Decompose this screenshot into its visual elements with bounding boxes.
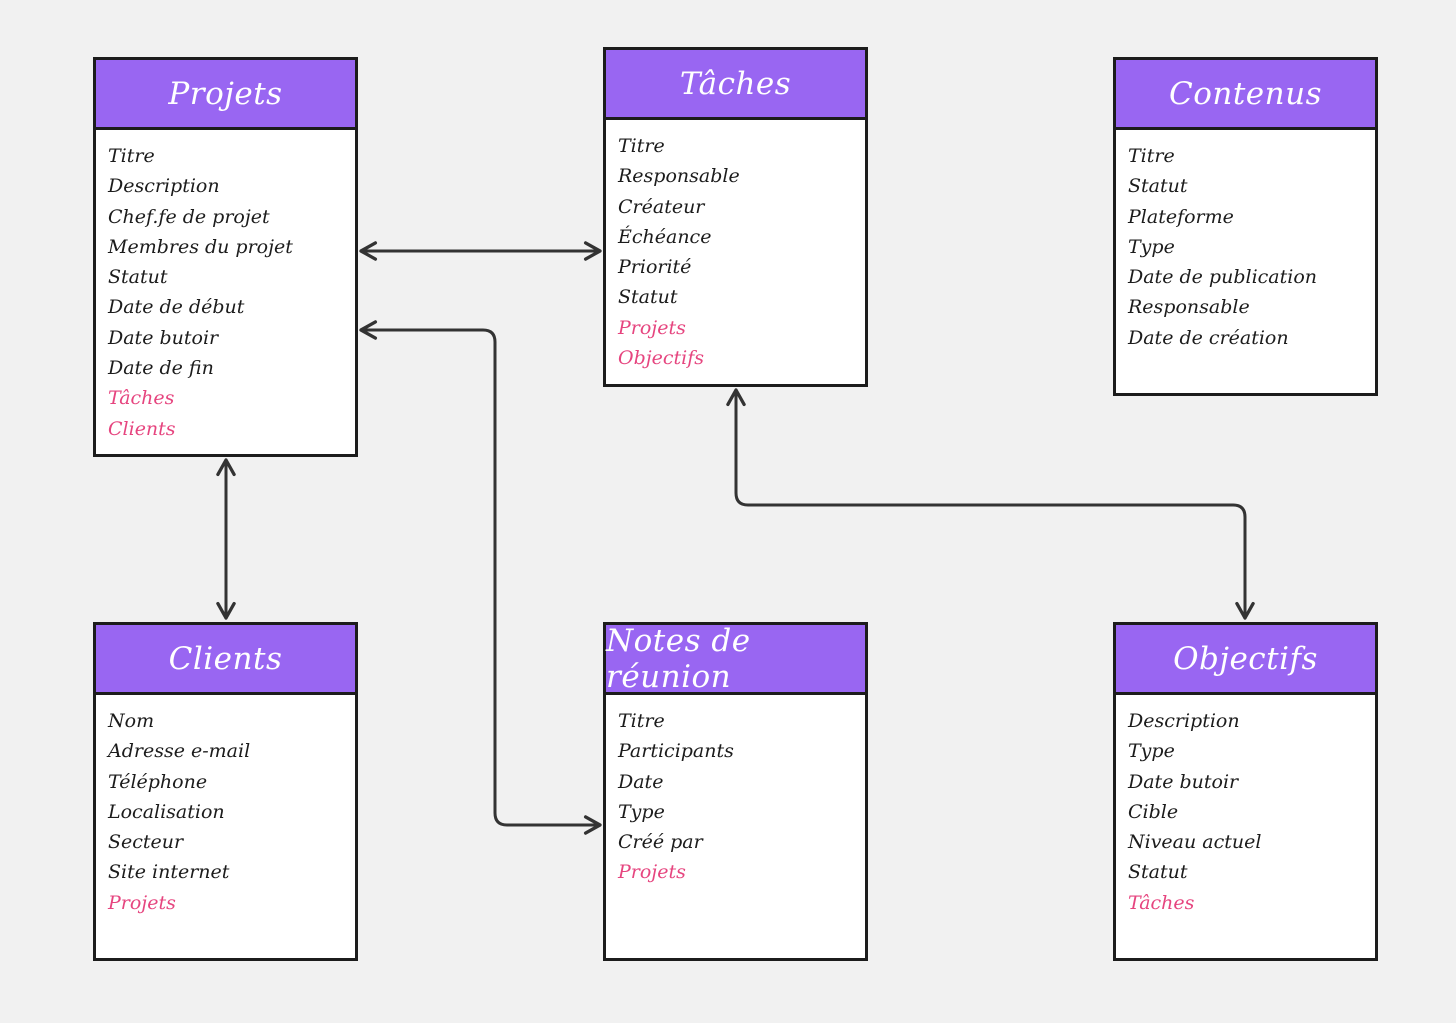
field-item: Localisation [108, 800, 225, 823]
entity-projets-title: Projets [96, 60, 355, 130]
field-item: Date butoir [108, 326, 219, 349]
field-item: Type [1128, 740, 1175, 763]
field-item: Statut [1128, 175, 1188, 198]
field-item: Date de début [108, 296, 245, 319]
relation-field-item: Tâches [1128, 891, 1195, 914]
connector-taches-objectifs [726, 388, 1255, 620]
field-item: Statut [1128, 861, 1188, 884]
field-item: Secteur [108, 831, 184, 854]
field-item: Plateforme [1128, 205, 1234, 228]
field-item: Date [618, 770, 664, 793]
field-item: Description [1128, 710, 1240, 732]
field-item: Titre [618, 135, 665, 157]
field-item: Titre [1128, 145, 1175, 167]
relation-field-item: Clients [108, 417, 176, 440]
field-item: Participants [618, 740, 734, 763]
field-item: Titre [108, 145, 155, 167]
field-item: Créateur [618, 195, 705, 218]
field-item: Cible [1128, 800, 1179, 823]
field-item: Statut [108, 266, 168, 289]
field-item: Type [618, 800, 665, 823]
field-item: Site internet [108, 861, 230, 884]
entity-contenus-title: Contenus [1116, 60, 1375, 130]
field-item: Type [1128, 235, 1175, 258]
relation-field-item: Projets [618, 316, 686, 339]
field-item: Téléphone [108, 770, 208, 793]
entity-objectifs-title: Objectifs [1116, 625, 1375, 695]
entity-taches-title: Tâches [606, 50, 865, 120]
relation-field-item: Projets [618, 861, 686, 884]
entity-clients-title: Clients [96, 625, 355, 695]
relation-field-item: Objectifs [618, 347, 705, 370]
field-item: Membres du projet [108, 235, 293, 258]
field-item: Description [108, 175, 220, 198]
field-item: Nom [108, 710, 155, 732]
field-item: Date de fin [108, 357, 214, 380]
field-item: Date butoir [1128, 770, 1239, 793]
field-item: Chef.fe de projet [108, 205, 270, 228]
field-item: Niveau actuel [1128, 831, 1262, 854]
relation-field-item: Tâches [108, 387, 175, 410]
field-item: Priorité [618, 256, 692, 279]
field-item: Responsable [1128, 296, 1250, 319]
field-item: Adresse e-mail [108, 740, 251, 763]
field-item: Date de création [1128, 326, 1289, 349]
field-item: Statut [618, 286, 678, 309]
field-item: Titre [618, 710, 665, 732]
field-item: Créé par [618, 831, 703, 854]
field-item: Responsable [618, 165, 740, 188]
field-item: Échéance [618, 225, 712, 248]
relation-field-item: Projets [108, 891, 176, 914]
field-item: Date de publication [1128, 266, 1317, 289]
entity-notes-title: Notes de réunion [606, 623, 865, 695]
connector-projets-notes [359, 320, 602, 835]
